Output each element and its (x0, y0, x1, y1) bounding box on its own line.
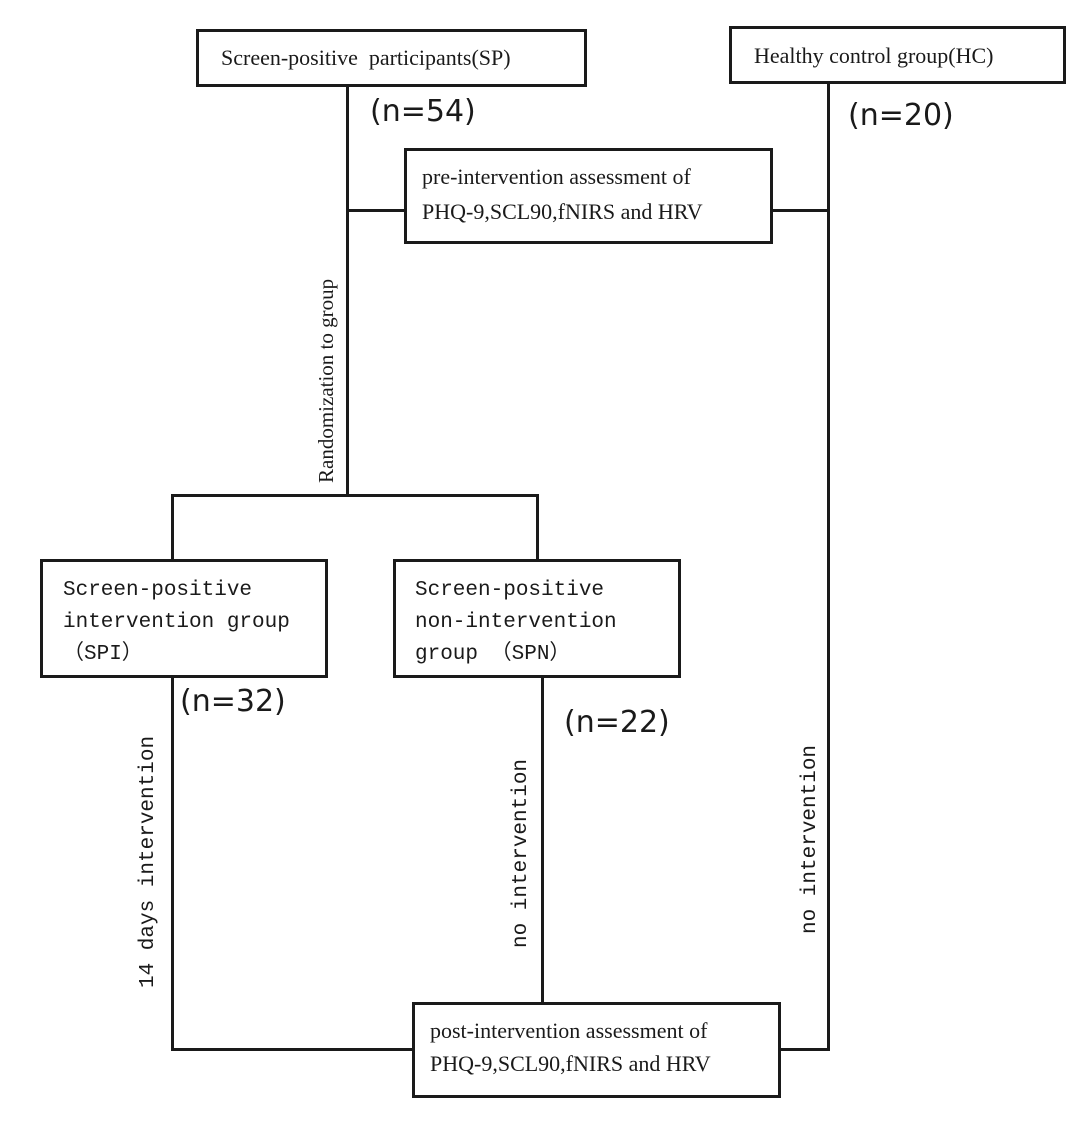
node-label-line1: post-intervention assessment of (430, 1018, 708, 1043)
node-label-line2: intervention group (63, 611, 290, 634)
count-hc: (n=20) (848, 98, 954, 133)
node-pre-intervention-assessment: pre-intervention assessment of PHQ-9,SCL… (404, 148, 773, 244)
connector-split (171, 494, 539, 497)
connector-split-right (536, 494, 539, 560)
edge-label-spn-no-intervention: no intervention (510, 758, 533, 948)
node-screen-positive-participants: Screen-positive participants(SP) (196, 29, 587, 87)
connector-pre-to-hc (771, 209, 830, 212)
node-screen-positive-non-intervention-group: Screen-positive non-intervention group （… (393, 559, 681, 678)
node-post-intervention-assessment: post-intervention assessment of PHQ-9,SC… (412, 1002, 781, 1098)
connector-sp-down (346, 84, 349, 497)
connector-hc-to-post (778, 1048, 830, 1051)
node-label-line3: （SPI） (63, 643, 143, 666)
node-screen-positive-intervention-group: Screen-positive intervention group （SPI） (40, 559, 328, 678)
node-label: Healthy control group(HC) (754, 43, 994, 68)
node-label-line1: pre-intervention assessment of (422, 164, 691, 189)
node-label-line2: PHQ-9,SCL90,fNIRS and HRV (430, 1051, 711, 1076)
connector-spn-down (541, 676, 544, 1003)
connector-spi-down (171, 676, 174, 1051)
edge-label-randomization: Randomization to group (314, 278, 338, 483)
edge-label-hc-no-intervention: no intervention (799, 744, 822, 934)
node-healthy-control-group: Healthy control group(HC) (729, 26, 1066, 84)
edge-label-spi-intervention: 14 days intervention (137, 735, 160, 988)
count-sp: (n=54) (370, 94, 476, 129)
connector-split-left (171, 494, 174, 560)
count-spn: (n=22) (564, 705, 670, 740)
connector-hc-down (827, 82, 830, 1051)
node-label-line1: Screen-positive (415, 579, 605, 602)
node-label-line2: PHQ-9,SCL90,fNIRS and HRV (422, 199, 703, 224)
node-label: Screen-positive participants(SP) (221, 45, 511, 70)
node-label-line2: non-intervention (415, 611, 617, 634)
node-label-line1: Screen-positive (63, 579, 253, 602)
count-spi: (n=32) (180, 684, 286, 719)
connector-spi-to-post (171, 1048, 416, 1051)
connector-sp-to-pre (346, 209, 406, 212)
node-label-line3: group （SPN） (415, 643, 571, 666)
